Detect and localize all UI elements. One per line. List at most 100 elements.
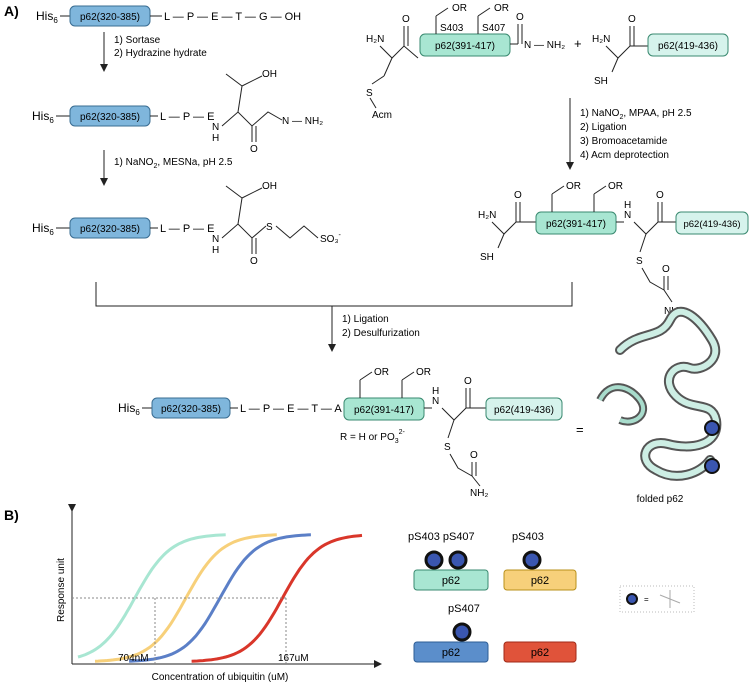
svg-text:H: H (432, 386, 439, 397)
svg-text:N: N (212, 234, 219, 245)
svg-text:N: N (212, 122, 219, 133)
svg-text:SH: SH (594, 76, 608, 87)
svg-text:p62(391-417): p62(391-417) (546, 219, 606, 230)
sortase-substrate: His6 p62(320-385) L — P — E — T — G — OH (36, 5, 301, 27)
svg-text:S407: S407 (482, 23, 506, 34)
svg-text:p62: p62 (442, 647, 460, 659)
phospho-site-marker (704, 458, 720, 474)
svg-text:H: H (212, 245, 219, 256)
svg-text:H: H (212, 133, 219, 144)
his6-label: His6 (36, 9, 58, 25)
svg-text:H₂N: H₂N (366, 34, 384, 45)
step2-nano2: 1) NaNO2, MESNa, pH 2.5 (114, 157, 233, 170)
svg-text:OH: OH (262, 181, 277, 192)
svg-text:SH: SH (480, 252, 494, 263)
svg-text:NH₂: NH₂ (470, 488, 488, 499)
step1-hydrazine: 2) Hydrazine hydrate (114, 48, 207, 59)
step3-nano2: 1) NaNO2, MPAA, pH 2.5 (580, 108, 692, 121)
svg-text:OR: OR (494, 3, 509, 14)
segment-label: p62(320-385) (80, 12, 140, 23)
svg-text:p62(391-417): p62(391-417) (435, 41, 495, 52)
svg-text:O: O (628, 14, 636, 25)
svg-text:p62(320-385): p62(320-385) (80, 112, 140, 123)
svg-text:S: S (636, 256, 643, 267)
folded-p62-structure: folded p62 (596, 306, 722, 505)
legend-p62-pS407 (413, 641, 489, 663)
svg-text:p62(320-385): p62(320-385) (80, 224, 140, 235)
phospho-legend: pS403 pS407 p62 pS403 p62 pS407 p62 p62 (408, 531, 577, 663)
svg-text:=: = (576, 422, 584, 437)
legend-p62-double-phospho (413, 569, 489, 591)
thioester-intermediate: His6 p62(320-385) L — P — E N H OH O S S… (32, 181, 342, 267)
svg-text:Acm: Acm (372, 110, 392, 121)
svg-text:O: O (662, 264, 670, 275)
svg-text:pS403: pS403 (512, 531, 544, 543)
svg-text:O: O (250, 256, 258, 267)
p62-419-436-box (647, 33, 729, 57)
svg-text:L — P — E: L — P — E (160, 111, 214, 123)
svg-text:N: N (432, 396, 439, 407)
r-definition: R = H or PO32- (340, 429, 406, 445)
svg-text:pS403 pS407: pS403 pS407 (408, 531, 475, 543)
p62-419-436-box (675, 211, 749, 235)
p62-391-417-box (343, 397, 425, 421)
hydrazide-intermediate: His6 p62(320-385) L — P — E N H OH O N —… (32, 69, 323, 155)
svg-text:S: S (266, 222, 273, 233)
binding-curve-4 (191, 533, 363, 663)
step3-acm-deprotection: 4) Acm deprotection (580, 150, 669, 161)
svg-text:N — NH₂: N — NH₂ (524, 40, 565, 51)
svg-text:OR: OR (608, 181, 623, 192)
svg-text:N: N (624, 210, 631, 221)
svg-text:OR: OR (452, 3, 467, 14)
svg-text:O: O (402, 14, 410, 25)
annotation-704nm: 704nM (118, 653, 149, 664)
svg-text:OR: OR (416, 367, 431, 378)
svg-text:His6: His6 (32, 109, 54, 125)
svg-text:p62: p62 (531, 647, 549, 659)
svg-text:SO₃-: SO₃- (320, 232, 342, 245)
p62-419-436-box (485, 397, 563, 421)
svg-text:His6: His6 (118, 401, 140, 417)
svg-text:pS407: pS407 (448, 603, 480, 615)
phospho-site-marker (704, 420, 720, 436)
svg-text:S: S (444, 442, 451, 453)
step3-ligation: 2) Ligation (580, 122, 627, 133)
final-product: His6 p62(320-385) L — P — E — T — A p62(… (118, 367, 584, 499)
svg-text:p62: p62 (442, 575, 460, 587)
svg-text:=: = (644, 595, 649, 604)
svg-text:p62(419-436): p62(419-436) (658, 41, 718, 52)
svg-text:L — P — E: L — P — E (160, 223, 214, 235)
lpetg-sequence: L — P — E — T — G — OH (164, 11, 301, 23)
folded-p62-label: folded p62 (637, 494, 684, 505)
step4-desulfurization: 2) Desulfurization (342, 328, 420, 339)
svg-text:+: + (574, 36, 582, 51)
svg-text:L — P — E — T — A: L — P — E — T — A (240, 403, 342, 415)
svg-text:O: O (516, 12, 524, 23)
svg-text:OR: OR (374, 367, 389, 378)
y-axis-label: Response unit (56, 558, 67, 622)
svg-text:OH: OH (262, 69, 277, 80)
svg-text:S403: S403 (440, 23, 464, 34)
svg-text:O: O (464, 376, 472, 387)
ligated-peptide: H₂N O SH p62(391-417) OR OR N H O S O NH… (478, 181, 749, 317)
svg-text:p62(320-385): p62(320-385) (161, 404, 221, 415)
phosphate-key: = (619, 585, 695, 613)
svg-text:N — NH₂: N — NH₂ (282, 116, 323, 127)
svg-text:O: O (656, 190, 664, 201)
svg-text:H: H (624, 200, 631, 211)
step1-sortase: 1) Sortase (114, 35, 161, 46)
annotation-167um: 167uM (278, 653, 309, 664)
svg-text:O: O (514, 190, 522, 201)
svg-text:O: O (470, 450, 478, 461)
p62-391-417-box (419, 33, 511, 57)
svg-text:p62(391-417): p62(391-417) (354, 405, 414, 416)
svg-text:His6: His6 (32, 221, 54, 237)
binding-curve-1 (77, 533, 226, 659)
merge-bracket (95, 282, 573, 307)
svg-text:OR: OR (566, 181, 581, 192)
svg-text:H₂N: H₂N (478, 210, 496, 221)
svg-text:O: O (250, 144, 258, 155)
svg-text:p62: p62 (531, 575, 549, 587)
step3-bromoacetamide: 3) Bromoacetamide (580, 136, 668, 147)
x-axis-label: Concentration of ubiquitin (uM) (152, 672, 289, 683)
